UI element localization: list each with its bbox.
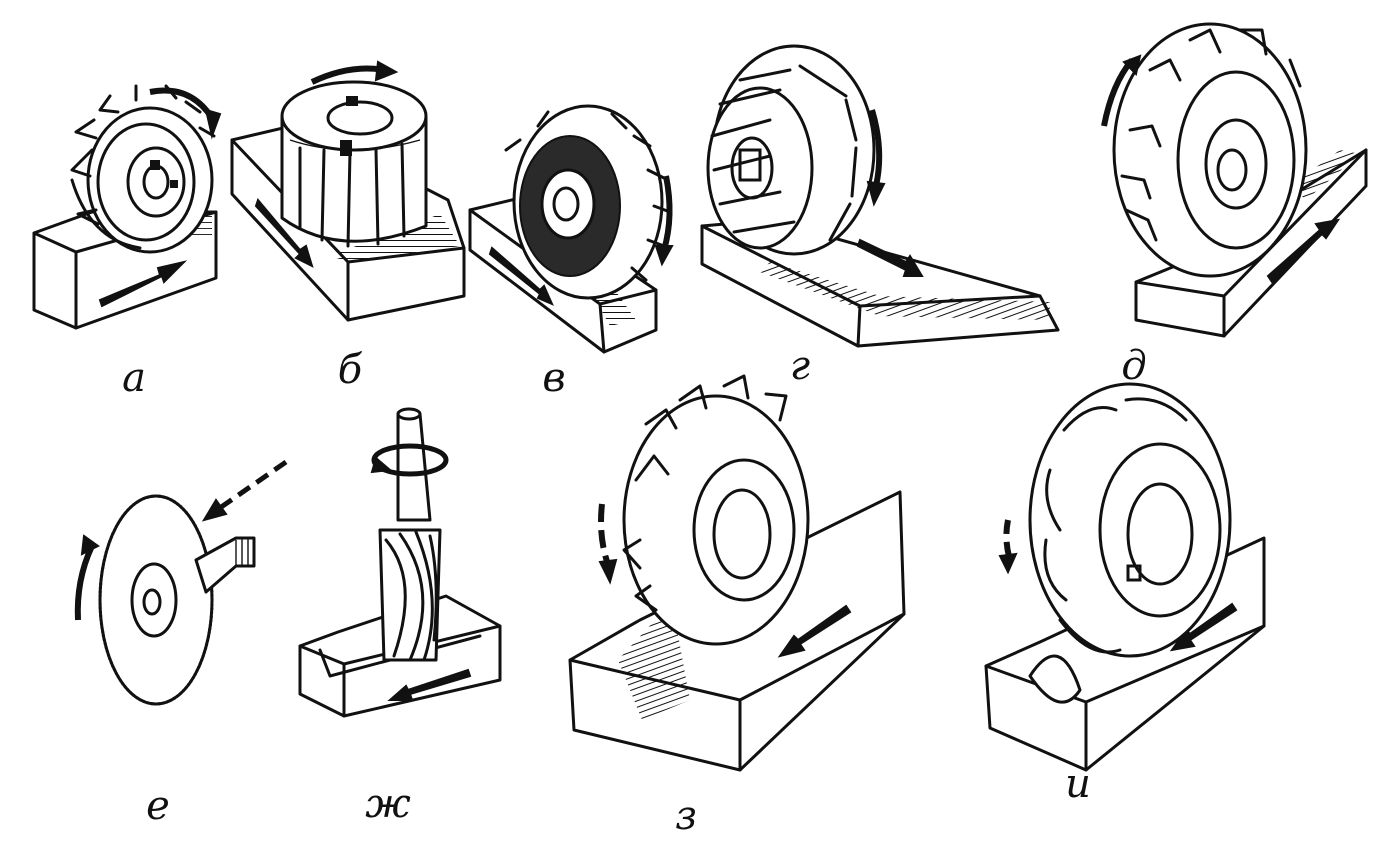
- figure-zh-illustration: [298, 407, 502, 718]
- caption-v: в: [542, 355, 566, 401]
- figure-d-illustration: [1101, 22, 1368, 338]
- caption-e: е: [146, 783, 170, 829]
- caption-zh: ж: [365, 781, 411, 827]
- figure-v-illustration: [468, 104, 674, 354]
- figure-e-illustration: [74, 459, 288, 706]
- caption-b: б: [337, 347, 363, 393]
- figure-a-illustration: [32, 84, 222, 330]
- figure-g-illustration: [700, 44, 1060, 348]
- figure-z-illustration: [568, 374, 906, 772]
- caption-z: з: [675, 793, 697, 839]
- caption-i: и: [1065, 761, 1091, 807]
- caption-a: а: [122, 355, 146, 401]
- caption-g: г: [789, 343, 811, 389]
- figure-i-illustration: [984, 382, 1266, 772]
- figure-b-illustration: [230, 60, 466, 322]
- caption-d: д: [1121, 343, 1147, 389]
